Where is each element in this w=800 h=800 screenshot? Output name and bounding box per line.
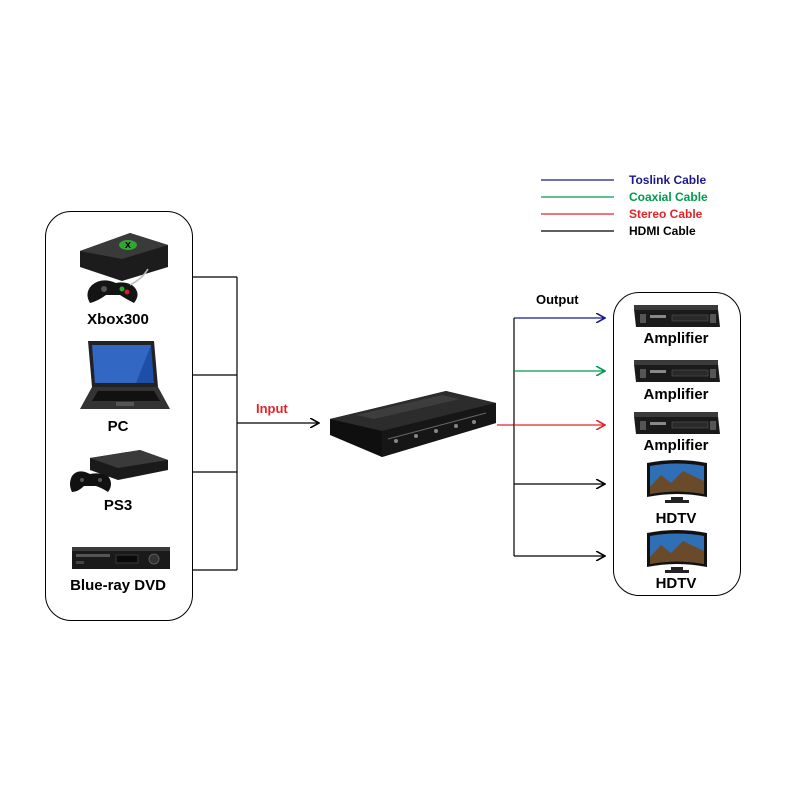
output-label-hdtv-1: HDTV [655, 510, 697, 527]
amplifier-icon [634, 360, 720, 382]
ps3-console-icon [70, 450, 168, 492]
output-wire-label: Output [536, 292, 579, 307]
output-label-amplifier-1: Amplifier [643, 330, 709, 347]
legend-toslink: Toslink Cable [629, 173, 707, 187]
amplifier-icon [634, 412, 720, 434]
hdmi-matrix-switch-icon [330, 391, 496, 457]
legend-stereo: Stereo Cable [629, 207, 703, 221]
input-label-ps3: PS3 [103, 497, 133, 514]
output-label-amplifier-3: Amplifier [643, 437, 709, 454]
output-wires [497, 318, 604, 556]
input-wire-label: Input [256, 401, 288, 416]
input-label-bluray-dvd: Blue-ray DVD [70, 577, 166, 594]
dvd-player-icon [72, 547, 170, 569]
xbox-console-icon: X [80, 233, 168, 303]
amplifier-icon [634, 305, 720, 327]
legend-lines [541, 179, 614, 232]
laptop-icon [80, 341, 170, 409]
tv-icon [647, 530, 707, 573]
output-label-hdtv-2: HDTV [655, 575, 697, 592]
output-label-amplifier-2: Amplifier [643, 386, 709, 403]
legend-coaxial: Coaxial Cable [629, 190, 708, 204]
input-label-pc: PC [107, 418, 129, 435]
tv-icon [647, 460, 707, 503]
input-wires [191, 276, 318, 571]
svg-text:X: X [125, 241, 132, 250]
legend-hdmi: HDMI Cable [629, 224, 696, 238]
input-label-xbox300: Xbox300 [87, 311, 149, 328]
